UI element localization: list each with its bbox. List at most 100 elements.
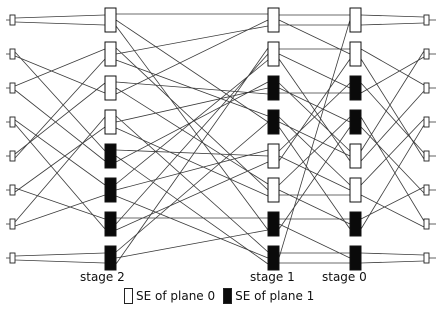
link-stage2-stage1: [115, 149, 269, 157]
link-stage1-stage0: [278, 116, 351, 186]
se-stage0-plane1: [349, 245, 362, 271]
output-link: [360, 90, 425, 162]
stage-0-label: stage 0: [322, 270, 367, 284]
link-stage2-stage1: [115, 81, 269, 95]
legend: SE of plane 0 SE of plane 1: [124, 288, 322, 304]
link-stage1-stage0: [278, 189, 351, 225]
link-stage2-stage1: [115, 127, 269, 197]
link-stage2-stage1: [115, 53, 269, 225]
link-stage2-stage1: [115, 87, 269, 123]
link-stage1-stage0: [278, 58, 351, 162]
se-stage2-plane1: [104, 245, 117, 271]
se-stage0-plane0: [349, 177, 362, 203]
output-link: [360, 56, 425, 94]
se-stage2-plane0: [104, 7, 117, 33]
se-stage1-plane0: [267, 177, 280, 203]
se-stage0-plane0: [349, 7, 362, 33]
output-port: [423, 14, 430, 26]
stage-2-label: stage 2: [80, 270, 125, 284]
output-link: [360, 50, 425, 152]
link-stage2-stage1: [115, 161, 269, 231]
output-port: [423, 82, 430, 94]
legend-plane1: SE of plane 1: [223, 288, 314, 304]
output-link: [360, 58, 425, 160]
input-link: [14, 123, 106, 230]
input-port: [9, 252, 16, 264]
se-stage1-plane1: [267, 211, 280, 237]
input-link: [14, 89, 106, 162]
input-link: [14, 126, 106, 193]
output-link: [360, 124, 425, 230]
se-stage2-plane0: [104, 109, 117, 135]
output-port: [423, 48, 430, 60]
link-stage2-stage1: [115, 149, 269, 191]
link-stage2-stage1: [115, 155, 269, 265]
output-link: [360, 260, 425, 264]
se-stage1-plane0: [267, 41, 280, 67]
input-link: [14, 21, 106, 26]
input-link: [14, 14, 106, 19]
se-stage1-plane1: [267, 109, 280, 135]
se-stage0-plane0: [349, 143, 362, 169]
plane1-swatch: [223, 288, 233, 304]
input-port: [9, 116, 16, 128]
output-link: [360, 48, 425, 86]
link-stage2-stage1: [115, 115, 269, 253]
legend-plane0: SE of plane 0: [124, 288, 215, 304]
input-link: [14, 252, 106, 257]
input-port: [9, 82, 16, 94]
output-link: [360, 252, 425, 256]
output-link: [360, 126, 425, 194]
se-stage2-plane0: [104, 41, 117, 67]
link-stage1-stage0: [278, 82, 351, 152]
se-stage0-plane1: [349, 75, 362, 101]
link-stage1-stage0: [278, 53, 351, 89]
output-link: [360, 194, 425, 228]
se-stage1-plane0: [267, 143, 280, 169]
se-stage2-plane0: [104, 75, 117, 101]
link-stage1-stage0: [278, 19, 351, 259]
link-stage2-stage1: [115, 195, 269, 259]
link-stage2-stage1: [115, 47, 269, 265]
link-stage2-stage1: [115, 59, 269, 185]
legend-plane1-label: SE of plane 1: [235, 289, 315, 303]
se-stage2-plane1: [104, 143, 117, 169]
output-link: [360, 14, 425, 18]
link-stage2-stage1: [115, 19, 269, 123]
link-stage1-stage0: [278, 155, 351, 191]
link-stage2-stage1: [115, 25, 269, 55]
input-link: [14, 259, 106, 264]
link-stage1-stage0: [278, 87, 351, 123]
se-stage2-plane1: [104, 211, 117, 237]
link-stage2-stage1: [115, 19, 269, 95]
input-port: [9, 150, 16, 162]
link-stage2-stage1: [115, 25, 269, 231]
input-link: [14, 55, 106, 94]
output-port: [423, 150, 430, 162]
output-link: [360, 118, 425, 186]
output-link: [360, 82, 425, 154]
link-stage2-stage1: [115, 47, 269, 191]
input-link: [14, 51, 106, 152]
se-stage0-plane0: [349, 41, 362, 67]
input-port: [9, 184, 16, 196]
se-stage1-plane0: [267, 7, 280, 33]
se-stage0-plane1: [349, 211, 362, 237]
se-stage1-plane1: [267, 245, 280, 271]
output-link: [360, 22, 425, 26]
plane0-swatch: [124, 288, 133, 304]
input-link: [14, 187, 106, 220]
link-stage2-stage1: [115, 87, 269, 185]
input-link: [14, 116, 106, 223]
output-port: [423, 184, 430, 196]
input-link: [14, 194, 106, 227]
output-port: [423, 116, 430, 128]
output-port: [423, 218, 430, 230]
input-port: [9, 14, 16, 26]
input-link: [14, 82, 106, 155]
output-link: [360, 116, 425, 222]
input-link: [14, 48, 106, 87]
input-port: [9, 218, 16, 230]
stage-1-label: stage 1: [250, 270, 295, 284]
